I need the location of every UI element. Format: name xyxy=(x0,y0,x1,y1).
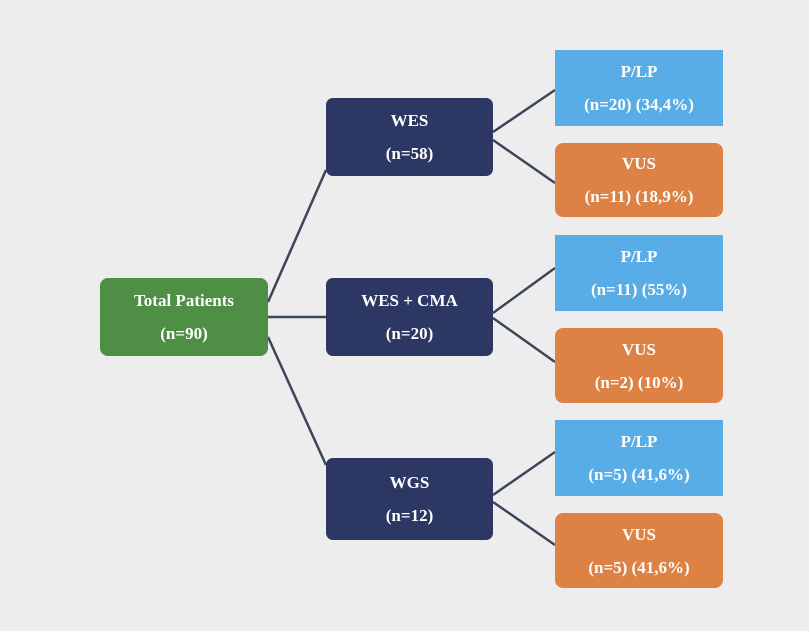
result-detail: (n=20) (34,4%) xyxy=(584,95,694,114)
result-node-wgs-vus: VUS (n=5) (41,6%) xyxy=(555,513,723,588)
result-node-wes-vus: VUS (n=11) (18,9%) xyxy=(555,143,723,217)
total-patients-count: (n=90) xyxy=(160,324,208,343)
method-node-wes: WES (n=58) xyxy=(326,98,493,176)
method-node-wgs: WGS (n=12) xyxy=(326,458,493,540)
result-detail: (n=11) (55%) xyxy=(590,280,688,299)
connector-wes-to-plp xyxy=(492,88,556,134)
method-node-wes-cma: WES + CMA (n=20) xyxy=(326,278,493,356)
result-node-wgs-plp: P/LP (n=5) (41,6%) xyxy=(555,420,723,496)
method-count: (n=12) xyxy=(385,506,434,525)
result-label: VUS xyxy=(621,154,656,173)
method-label: WGS xyxy=(389,473,430,492)
connector-wes-to-vus xyxy=(492,138,556,185)
method-label: WES xyxy=(390,111,429,130)
connector-wes-cma-to-vus xyxy=(492,316,556,364)
connector-root-to-wes xyxy=(266,169,328,303)
result-detail: (n=5) (41,6%) xyxy=(588,557,690,577)
result-label: VUS xyxy=(621,524,656,544)
connector-wes-cma-to-plp xyxy=(492,266,556,315)
result-detail: (n=11) (18,9%) xyxy=(584,187,694,206)
method-label: WES + CMA xyxy=(361,291,458,310)
total-patients-label: Total Patients xyxy=(134,291,234,310)
result-node-wes-cma-vus: VUS (n=2) (10%) xyxy=(555,328,723,403)
method-count: (n=58) xyxy=(385,144,434,163)
connector-wgs-to-plp xyxy=(492,450,556,497)
connector-root-to-wgs xyxy=(266,336,328,466)
result-node-wes-cma-plp: P/LP (n=11) (55%) xyxy=(555,235,723,311)
total-patients-node: Total Patients (n=90) xyxy=(100,278,268,356)
method-count: (n=20) xyxy=(385,324,434,343)
result-label: P/LP xyxy=(620,247,658,266)
result-label: P/LP xyxy=(620,432,658,451)
result-detail: (n=2) (10%) xyxy=(594,372,684,392)
result-node-wes-plp: P/LP (n=20) (34,4%) xyxy=(555,50,723,126)
connector-wgs-to-vus xyxy=(492,500,556,547)
result-label: P/LP xyxy=(620,62,658,81)
result-label: VUS xyxy=(621,339,656,359)
result-detail: (n=5) (41,6%) xyxy=(588,465,690,484)
